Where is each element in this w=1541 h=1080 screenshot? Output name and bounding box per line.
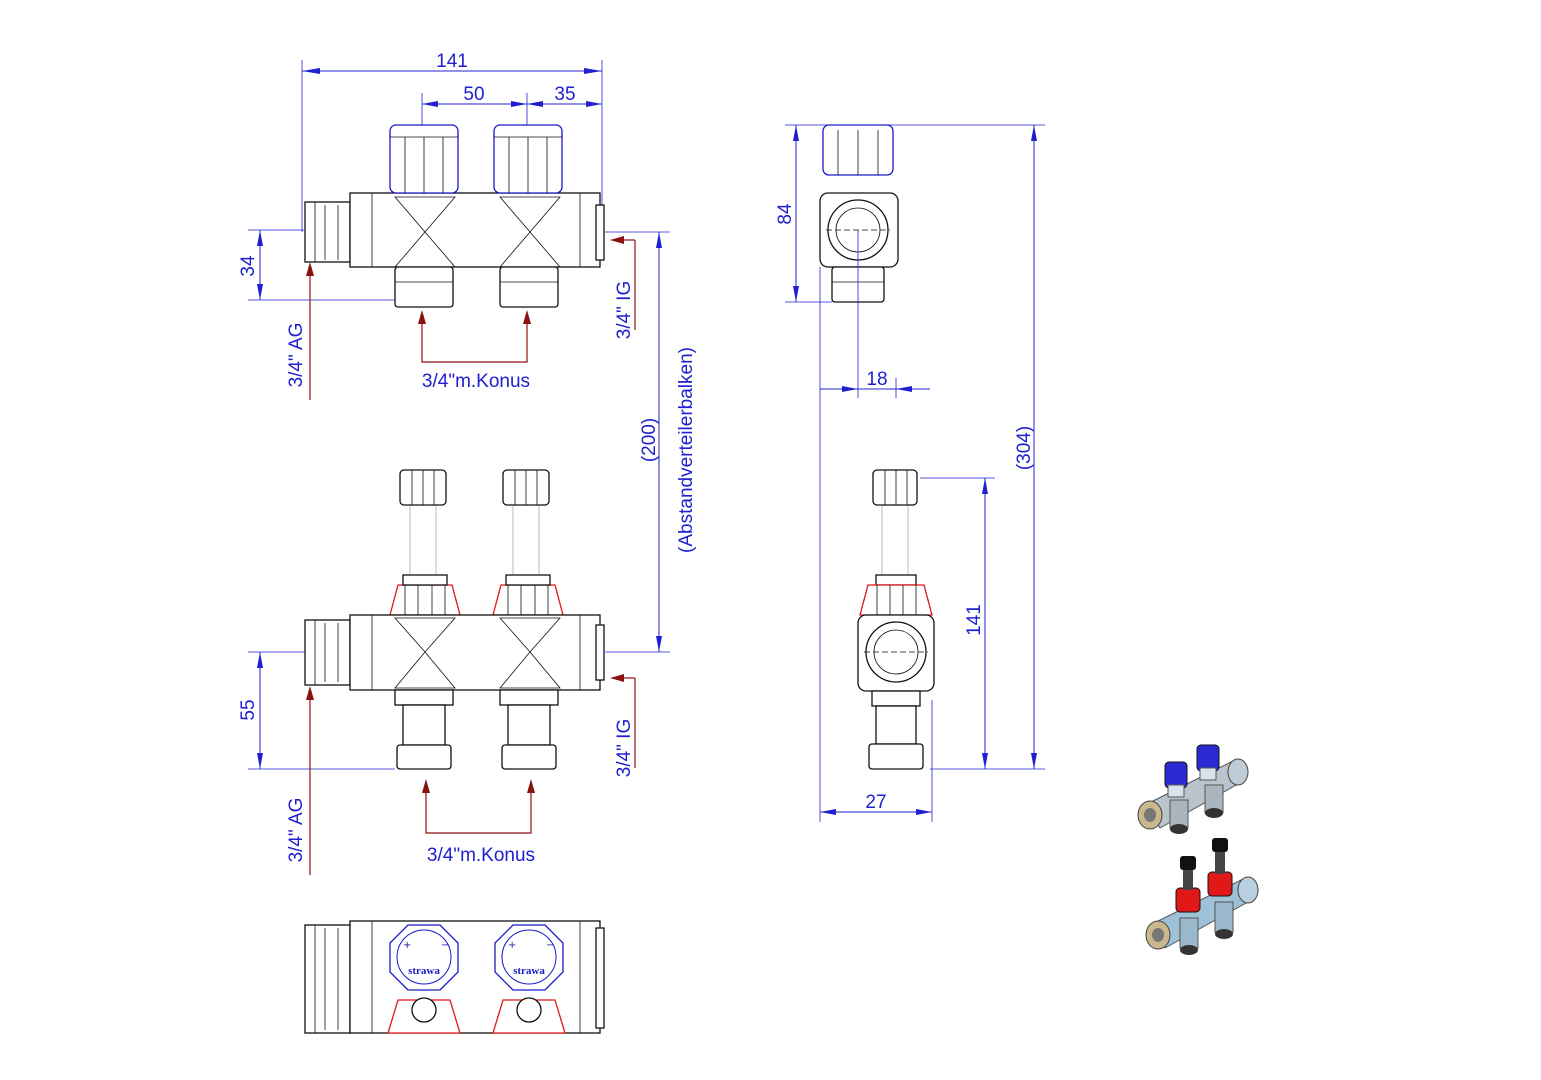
manifold-body [349,192,601,268]
dim-total-height-304: (304) [1014,426,1035,470]
side-spindle-knob [872,469,918,506]
manifold-red-3d-icon [1145,838,1259,955]
plan-body [349,920,601,1034]
branch-fitting-right [499,266,559,308]
label-inlet-ag-lower: 3/4" AG [286,798,307,863]
branch-fitting-left [394,266,454,308]
branch-fitting-lower-right [501,744,557,770]
label-inlet-ag: 3/4" AG [286,323,307,388]
dim-offset-18: 18 [866,369,887,390]
dim-height-84: 84 [775,203,796,225]
red-cap-left [389,584,461,616]
side-red-cap [859,584,933,616]
inlet-nut-lower [304,619,351,686]
manifold-body-lower [349,614,601,691]
dim-end: 35 [554,84,575,105]
front-view-blue: 141 50 35 [238,51,697,653]
dim-total-width: 141 [436,51,468,72]
plan-view: strawa + − strawa + − [304,920,605,1034]
red-cap-right [492,584,564,616]
side-view-lower: 141 27 [819,267,995,822]
manifold-blue-3d-icon [1137,744,1249,834]
dim-height-55: 55 [238,699,259,720]
side-view-upper: 84 18 (304) [775,124,1045,770]
label-outlet-ig-lower: 3/4" IG [614,719,635,778]
svg-text:−: − [546,940,554,951]
svg-text:−: − [441,940,449,951]
dim-lower-height-141: 141 [964,604,985,636]
label-branches-konus-lower: 3/4"m.Konus [427,845,535,866]
dim-spacing: 50 [463,84,484,105]
brand-label-right: strawa [513,965,545,977]
plan-blue-cap-right [494,924,564,991]
front-view-red: 55 3/4" AG 3/4" IG 3/4"m.Konus [238,469,636,875]
dim-width-27: 27 [865,792,886,813]
label-branches-konus: 3/4"m.Konus [422,371,530,392]
label-outlet-ig: 3/4" IG [614,281,635,340]
svg-text:+: + [508,940,516,951]
dim-distance-200: (200) [639,418,660,462]
plan-inlet-nut [304,924,351,1034]
dim-height-34: 34 [238,255,259,277]
brand-label-left: strawa [408,965,440,977]
plan-blue-cap-left [389,924,459,991]
branch-fitting-lower-left [396,744,452,770]
inlet-nut [304,201,351,263]
label-distance-note: (Abstandverteilerbalken) [676,347,697,553]
svg-text:+: + [403,940,411,951]
